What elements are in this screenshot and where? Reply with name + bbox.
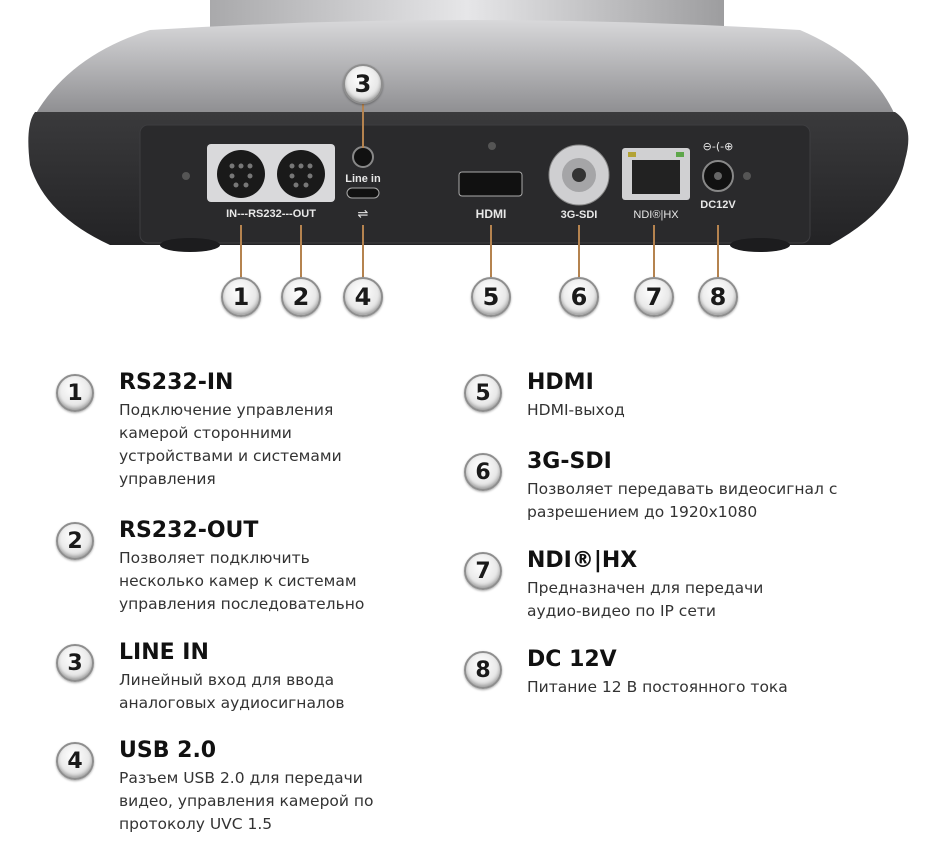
callout-6: 6 — [559, 277, 599, 317]
port-title: USB 2.0 — [119, 738, 217, 763]
port-item-rs232-in: 1 RS232-IN Подключение управления камеро… — [56, 370, 436, 495]
port-description: Питание 12 В постоянного тока — [527, 676, 788, 699]
port-title: LINE IN — [119, 640, 209, 665]
ndi-label: NDI®|HX — [633, 209, 679, 221]
desc-line: устройствами и системами — [119, 447, 342, 465]
number-badge: 5 — [464, 374, 502, 412]
rs232-label: IN---RS232---OUT — [226, 208, 316, 220]
screw-icon — [488, 142, 496, 150]
desc-line: Питание 12 В постоянного тока — [527, 678, 788, 696]
callout-5: 5 — [471, 277, 511, 317]
sdi-label: 3G-SDI — [561, 209, 598, 221]
camera-back-panel-photo: IN---RS232---OUT Line in ⇌ HDMI 3G-SDI N… — [28, 0, 909, 277]
callout-8: 8 — [698, 277, 738, 317]
desc-line: Предназначен для передачи — [527, 579, 764, 597]
rs232-in-port — [217, 150, 265, 198]
port-title: 3G-SDI — [527, 449, 612, 474]
port-title: DC 12V — [527, 647, 617, 672]
desc-line: Разъем USB 2.0 для передачи — [119, 769, 363, 787]
desc-line: Линейный вход для ввода — [119, 671, 335, 689]
desc-line: управления последовательно — [119, 595, 365, 613]
desc-line: аналоговых аудиосигналов — [119, 694, 345, 712]
hdmi-label: HDMI — [476, 207, 507, 221]
hdmi-port — [458, 171, 523, 197]
desc-line: Позволяет передавать видеосигнал с — [527, 480, 838, 498]
desc-line: Подключение управления — [119, 401, 334, 419]
desc-line: Позволяет подключить — [119, 549, 310, 567]
port-title: HDMI — [527, 370, 594, 395]
port-description: Позволяет передавать видеосигнал с разре… — [527, 478, 837, 524]
port-item-sdi: 6 3G-SDI Позволяет передавать видеосигна… — [464, 449, 934, 529]
port-description: Подключение управления камерой сторонним… — [119, 399, 342, 491]
port-item-dc: 8 DC 12V Питание 12 В постоянного тока — [464, 647, 934, 707]
desc-line: камерой сторонними — [119, 424, 292, 442]
port-title: RS232-OUT — [119, 518, 259, 543]
rs232-out-port — [277, 150, 325, 198]
desc-line: HDMI-выход — [527, 401, 625, 419]
callout-3: 3 — [343, 64, 383, 104]
number-badge: 7 — [464, 552, 502, 590]
port-item-rs232-out: 2 RS232-OUT Позволяет подключить несколь… — [56, 518, 436, 618]
port-description: HDMI-выход — [527, 399, 625, 422]
number-badge: 6 — [464, 453, 502, 491]
port-item-line-in: 3 LINE IN Линейный вход для ввода аналог… — [56, 640, 436, 720]
number-badge: 3 — [56, 644, 94, 682]
number-badge: 2 — [56, 522, 94, 560]
desc-line: управления — [119, 470, 216, 488]
desc-line: протоколу UVC 1.5 — [119, 815, 273, 833]
callout-leader-lines — [240, 100, 719, 277]
callout-1: 1 — [221, 277, 261, 317]
port-title: RS232-IN — [119, 370, 234, 395]
desc-line: видео, управления камерой по — [119, 792, 374, 810]
usb-icon: ⇌ — [358, 207, 369, 222]
port-item-ndi: 7 NDI®|HX Предназначен для передачи ауди… — [464, 548, 934, 628]
port-description: Предназначен для передачи аудио-видео по… — [527, 577, 763, 623]
usb-c-port — [346, 187, 380, 199]
port-description: Разъем USB 2.0 для передачи видео, управ… — [119, 767, 374, 836]
line-in-jack — [352, 146, 374, 168]
camera-base-silver — [35, 20, 895, 115]
screw-icon — [743, 172, 751, 180]
port-title: NDI®|HX — [527, 548, 638, 573]
port-item-hdmi: 5 HDMI HDMI-выход — [464, 370, 934, 430]
callout-2: 2 — [281, 277, 321, 317]
port-description: Позволяет подключить несколько камер к с… — [119, 547, 364, 616]
desc-line: аудио-видео по IP сети — [527, 602, 716, 620]
polarity-icon: ⊖-(-⊕ — [703, 140, 734, 153]
number-badge: 8 — [464, 651, 502, 689]
number-badge: 1 — [56, 374, 94, 412]
line-in-label: Line in — [345, 173, 381, 185]
callout-4: 4 — [343, 277, 383, 317]
number-badge: 4 — [56, 742, 94, 780]
foot-left — [160, 238, 220, 252]
port-item-usb: 4 USB 2.0 Разъем USB 2.0 для передачи ви… — [56, 738, 436, 848]
desc-line: разрешением до 1920x1080 — [527, 503, 758, 521]
foot-right — [730, 238, 790, 252]
screw-icon — [182, 172, 190, 180]
port-description: Линейный вход для ввода аналоговых аудио… — [119, 669, 344, 715]
dc-label: DC12V — [700, 199, 736, 211]
callout-7: 7 — [634, 277, 674, 317]
desc-line: несколько камер к системам — [119, 572, 357, 590]
